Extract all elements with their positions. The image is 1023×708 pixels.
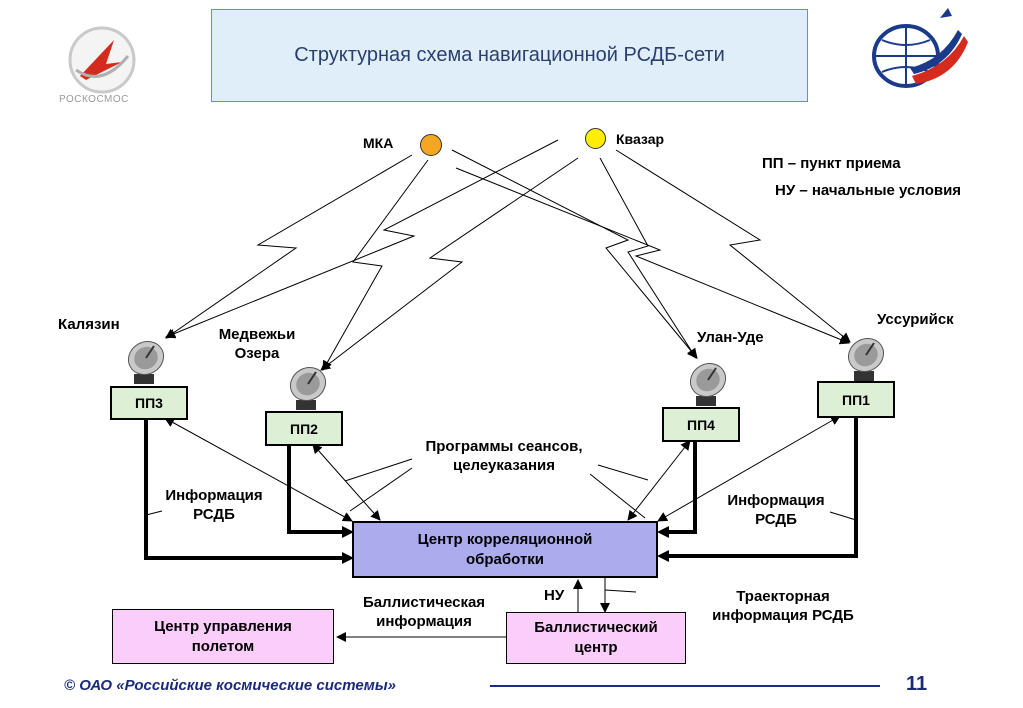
station-box-pp3: ПП3: [110, 386, 188, 420]
title-box: Структурная схема навигационной РСДБ-сет…: [211, 9, 808, 102]
signal-lines-quasar: [165, 139, 851, 371]
station-name-medvezhi: Медвежьи Озера: [218, 326, 296, 362]
flight-control-center-box: Центр управления полетом: [112, 609, 334, 664]
mka-label: МКА: [363, 135, 394, 151]
data-link-arrowheads: [342, 526, 669, 564]
antenna-dish-icon: [280, 362, 332, 412]
antenna-dish-icon: [118, 336, 170, 386]
trajectory-info-label: Траекторная информация РСДБ: [712, 588, 854, 624]
roscosmos-logo: РОСКОСМОС: [56, 18, 148, 110]
page-title: Структурная схема навигационной РСДБ-сет…: [294, 44, 725, 66]
nu-label: НУ: [544, 587, 565, 604]
antenna-dish-icon: [838, 333, 890, 383]
mka-satellite-icon: [420, 134, 442, 156]
station-box-pp2: ПП2: [265, 411, 343, 446]
legend-nu: НУ – начальные условия: [775, 182, 962, 199]
signal-lines-mka: [165, 149, 850, 371]
ballistic-center-box: Баллистический центр: [506, 612, 686, 664]
programs-label: Программы сеансов, целеуказания: [425, 438, 583, 474]
roscosmos-logo-text: РОСКОСМОС: [59, 94, 129, 105]
rks-logo: [868, 6, 968, 98]
antenna-dish-icon: [680, 358, 732, 408]
quasar-icon: [585, 128, 606, 149]
correlation-center-box: Центр корреляционной обработки: [352, 521, 658, 578]
legend-pp: ПП – пункт приема: [762, 155, 901, 172]
footer-copyright: © ОАО «Российские космические системы»: [64, 677, 397, 694]
info-rsdb-right-label: Информация РСДБ: [727, 492, 825, 528]
station-box-pp1: ПП1: [817, 381, 895, 418]
station-name-ussuriysk: Уссурийск: [877, 311, 954, 328]
quasar-label: Квазар: [616, 131, 665, 147]
program-links: [164, 415, 841, 522]
info-rsdb-left-label: Информация РСДБ: [165, 487, 263, 523]
nu-links: [336, 578, 637, 642]
ballistic-info-label: Баллистическая информация: [362, 594, 486, 630]
station-name-ulan-ude: Улан-Уде: [697, 329, 764, 346]
callout-lines: [145, 458, 857, 521]
station-name-kalyazin: Калязин: [58, 316, 120, 333]
station-box-pp4: ПП4: [662, 407, 740, 442]
page-number: 11: [906, 673, 928, 695]
